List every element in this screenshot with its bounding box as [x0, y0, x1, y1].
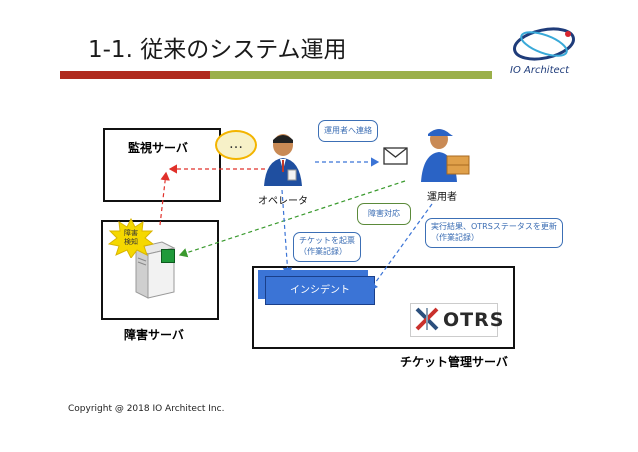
mail-icon [383, 147, 408, 165]
monitor-server-box [103, 128, 221, 202]
operator-person-icon [264, 134, 302, 186]
logo-text: IO Architect [510, 65, 570, 76]
starburst-line2: 検知 [124, 238, 138, 246]
fault-server-label: 障害サーバ [124, 328, 184, 342]
callout-create-ticket: チケットを起票 （作業記録） [293, 232, 361, 262]
slide-title: 1-1. 従来のシステム運用 [88, 37, 347, 63]
arrow-fault-to-monitor [159, 171, 170, 226]
ticket-server-label: チケット管理サーバ [400, 355, 508, 369]
copyright-text: Copyright @ 2018 IO Architect Inc. [68, 404, 225, 414]
callout-contact-admin: 運用者へ連絡 [318, 120, 378, 142]
callout-create-ticket-line1: チケットを起票 [299, 236, 355, 245]
io-architect-logo-icon [513, 27, 575, 61]
admin-label: 運用者 [427, 192, 457, 203]
green-indicator [161, 249, 175, 263]
callout-fault-handling: 障害対応 [357, 203, 411, 225]
arrow-admin-to-incident [369, 203, 433, 291]
title-bar-red [60, 71, 210, 79]
callout-create-ticket-line2: （作業記録） [299, 247, 347, 256]
callout-exec-result-line2: （作業記録） [431, 233, 479, 242]
otrs-emblem-icon [415, 307, 439, 331]
operator-label: オペレータ [258, 196, 308, 207]
monitor-server-label: 監視サーバ [128, 141, 188, 155]
speech-bubble: … [215, 130, 257, 160]
starburst-text: 障害 検知 [108, 229, 154, 247]
arrow-operator-to-incident [281, 189, 293, 277]
admin-person-icon [421, 129, 470, 182]
fault-detect-starburst-icon [108, 218, 154, 258]
title-bar-green [210, 71, 492, 79]
incident-box: インシデント [265, 276, 375, 305]
otrs-logo-text: OTRS [443, 309, 505, 331]
callout-exec-result-line1: 実行結果、OTRSステータスを更新 [431, 222, 557, 231]
starburst-line1: 障害 [124, 229, 138, 237]
arrow-admin-to-fault [178, 180, 406, 258]
callout-exec-result: 実行結果、OTRSステータスを更新 （作業記録） [425, 218, 563, 248]
